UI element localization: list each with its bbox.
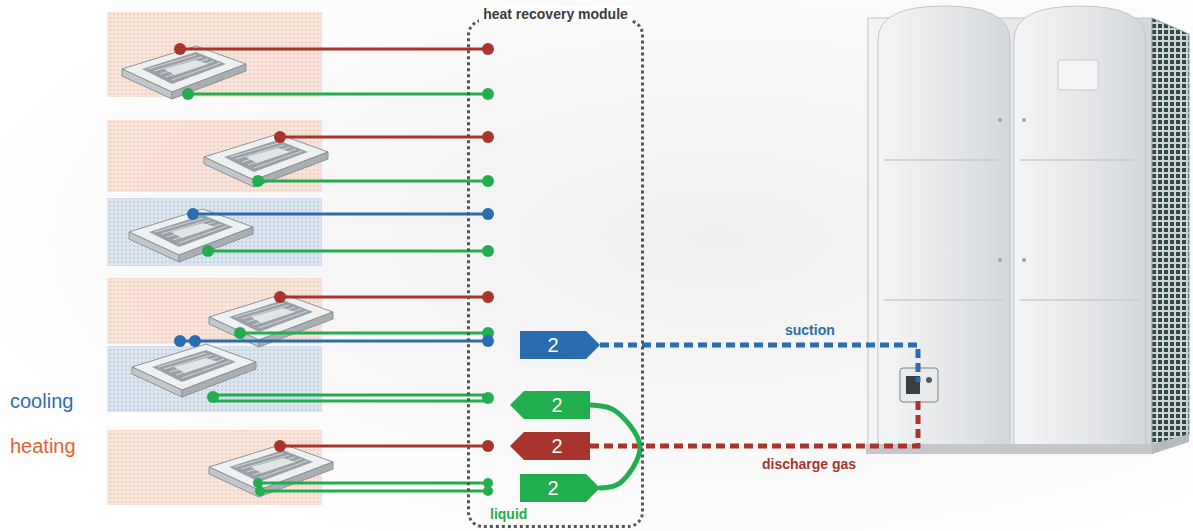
liquid-pipe (188, 93, 488, 96)
liquid-pipe (213, 394, 488, 397)
pipe-dot (482, 291, 494, 303)
pipe-label: suction (785, 322, 835, 339)
port-tag: 2 (510, 432, 590, 460)
liquid-pipe (258, 180, 488, 183)
tag-number: 2 (547, 334, 558, 356)
pipe-dot (207, 391, 219, 403)
pipe-dot (182, 88, 194, 100)
pipe-dot (482, 175, 494, 187)
tag-shape (520, 474, 600, 502)
pipe-label: discharge gas (762, 456, 856, 473)
pipe-dot (174, 43, 186, 55)
tag-fill (520, 331, 600, 359)
suction-pipe (180, 340, 488, 343)
pipe-dot (252, 175, 264, 187)
pipe-dot (187, 208, 199, 220)
pipe-dot (482, 440, 494, 452)
cassette-unit (204, 134, 328, 187)
pipe-dot (202, 245, 214, 257)
unit-base (866, 444, 1154, 454)
cassette-unit (129, 209, 253, 262)
pipe-dot (482, 245, 494, 257)
pipe-dot (189, 335, 201, 347)
pipe-port (900, 368, 938, 402)
port-tag: 2 (520, 331, 600, 359)
pipe-dot (274, 131, 286, 143)
pipe-dot (255, 486, 265, 496)
tag-fill (510, 391, 590, 419)
screw (1022, 258, 1026, 262)
liquid-pipe (260, 490, 488, 493)
tag-fill (510, 432, 590, 460)
pipe-dot (482, 43, 494, 55)
tag-number: 2 (551, 435, 562, 457)
tag-shape (510, 432, 590, 460)
liquid-pipe (213, 400, 488, 403)
unit-panel (878, 6, 1010, 445)
cassette-unit (132, 344, 256, 397)
tag-number: 2 (547, 477, 558, 499)
screw (998, 258, 1002, 262)
screw (1022, 118, 1026, 122)
liquid-loop (590, 405, 640, 488)
port-tag: 2 (510, 391, 590, 419)
pipe-dot (482, 392, 494, 404)
pipe-dot (274, 440, 286, 452)
indoor-pipes (180, 49, 488, 491)
unit-panel (1014, 6, 1146, 445)
pipe-dot (482, 131, 494, 143)
hot-gas-pipe (180, 48, 488, 51)
tag-shape (520, 331, 600, 359)
pipe-label: liquid (490, 506, 527, 523)
pipe-dots (174, 43, 494, 496)
pipe-dot (174, 335, 186, 347)
screw (998, 118, 1002, 122)
port-tag: 2 (520, 474, 600, 502)
mode-label: heating (10, 434, 76, 458)
name-plate (1058, 60, 1098, 90)
liquid-pipe (208, 250, 488, 253)
pipe-dot (274, 291, 286, 303)
suction-line (600, 345, 918, 382)
liquid-pipe (240, 332, 488, 335)
pipe-dot (482, 335, 494, 347)
cassette-unit (122, 46, 246, 99)
tag-number: 2 (551, 394, 562, 416)
tag-shape (510, 391, 590, 419)
pipe-port (926, 377, 932, 383)
mode-label: cooling (10, 389, 73, 413)
module-heading: heat recovery module (479, 6, 632, 23)
pipe-dot (483, 486, 493, 496)
cooling-zone (107, 198, 322, 266)
liquid-pipe (258, 482, 488, 485)
outdoor-unit (866, 6, 1189, 454)
unit-base (1152, 434, 1189, 454)
pipe-dot (234, 327, 246, 339)
suction-pipe (193, 213, 488, 216)
cassette-unit (209, 444, 333, 497)
pipe-dot (482, 208, 494, 220)
coil-grille (1152, 18, 1189, 446)
module-box: heat recovery module 2 2 2 2 (467, 6, 644, 528)
hot-gas-pipe (280, 445, 488, 448)
tag-fill (520, 474, 600, 502)
cassette-unit (209, 294, 333, 347)
panel-seam (884, 160, 1140, 300)
hot-gas-pipe (280, 136, 488, 139)
hot-gas-pipe (280, 296, 488, 299)
pipe-dot (482, 88, 494, 100)
